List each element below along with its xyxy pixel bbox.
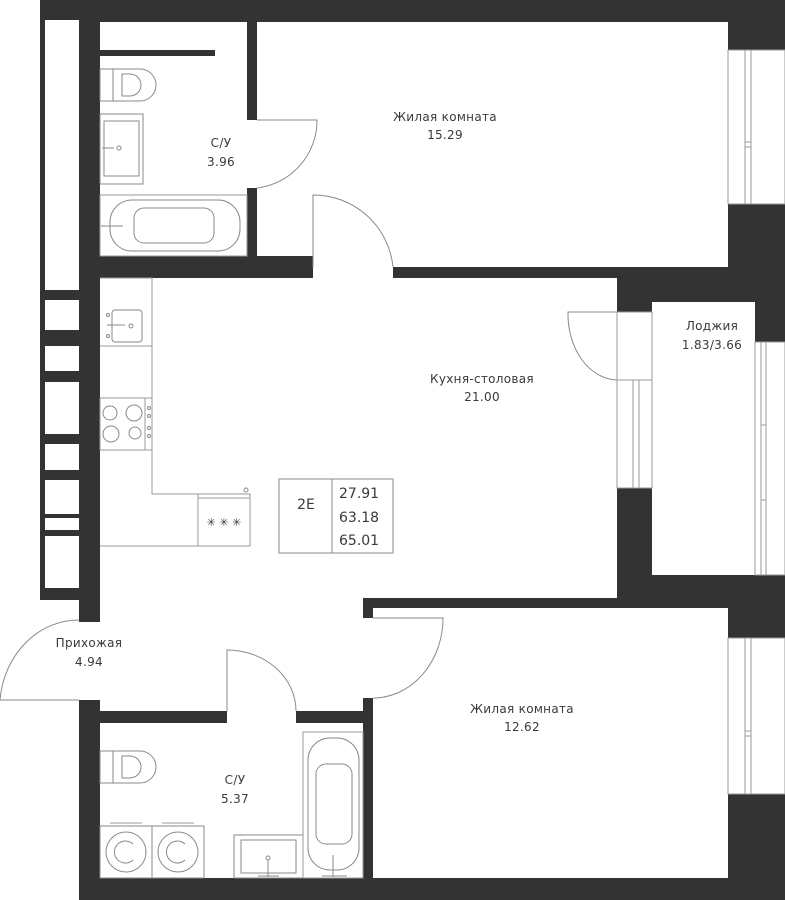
room-area: 3.96 [207,155,235,169]
sink-icon [106,309,143,343]
sink-icon [233,834,304,879]
wall-bath1-bottom [79,256,313,278]
wall-bath2-right [363,698,373,900]
room-area: 12.62 [504,720,540,734]
washing-machine-icon [151,822,205,879]
slot [45,20,79,290]
room-bathroom-2: С/У 5.37 [221,773,249,806]
room-area: 1.83/3.66 [682,338,742,352]
room-name: Лоджия [686,319,738,333]
room-area: 21.00 [464,390,500,404]
wall-bottom [79,878,785,900]
toilet-icon [99,750,157,784]
bathtub-icon [302,731,364,879]
door-swing-icon [256,119,318,189]
total-area-with-loggia-value: 65.01 [339,533,379,549]
washing-machine-icon [99,822,153,879]
room-name: Прихожая [56,636,123,650]
slot [45,382,79,434]
svg-text:✳ ✳ ✳: ✳ ✳ ✳ [207,516,242,529]
sink-icon [99,113,144,185]
wall-shelf [100,50,215,56]
room-area: 5.37 [221,792,249,806]
room-bathroom-1: С/У 3.96 [207,136,235,169]
window-icon [616,379,653,489]
apartment-type: 2E [297,497,315,513]
apartment-info-box: 2E 27.91 63.18 65.01 [278,478,394,554]
room-hallway: Прихожая 4.94 [56,636,123,669]
wall-lr1-bottom-left [257,267,313,278]
wall-bath2-top-right [296,711,373,723]
wall-lr2-top [363,598,728,608]
niche [138,22,152,50]
door-swing-icon [226,649,297,712]
wall-hall-stub [79,600,100,622]
window-icon [727,49,785,205]
wall-left-inner [79,0,100,622]
wall-right-lr2-top [728,598,785,638]
wall-bath2-left [79,700,100,900]
window-icon [754,341,785,576]
window-icon [727,637,785,795]
stove-icon [99,397,153,451]
room-living-1: Жилая комната 15.29 [393,110,497,142]
slot [45,480,79,514]
wall-bath1-lower [247,188,257,268]
room-name: С/У [225,773,246,787]
room-loggia: Лоджия 1.83/3.66 [682,319,742,352]
slot [45,300,79,330]
bathtub-icon [99,194,248,257]
door-swing-icon [372,617,444,699]
wall-bath2-top-left [79,711,227,723]
radiator-icon: ✳ ✳ ✳ [197,487,251,547]
room-name: Кухня-столовая [430,372,534,386]
room-living-2: Жилая комната 12.62 [470,702,574,734]
slot [45,444,79,470]
niche [157,22,210,50]
wall-lr2-door-top [363,598,373,618]
total-area-value: 63.18 [339,510,379,526]
niche [100,22,134,50]
wall-top [40,0,785,22]
door-swing-icon [0,619,80,701]
toilet-icon [99,68,157,102]
living-area-value: 27.91 [339,486,379,502]
wall-lr1-bottom-right [393,267,785,278]
slot [45,536,79,588]
wall-bath1-upper [247,22,257,120]
room-area: 15.29 [427,128,463,142]
room-name: С/У [211,136,232,150]
room-name: Жилая комната [393,110,497,124]
door-swing-icon [312,194,394,268]
room-name: Жилая комната [470,702,574,716]
room-area: 4.94 [75,655,103,669]
wall-kitchen-right-top [617,278,652,312]
room-kitchen: Кухня-столовая 21.00 [430,372,534,404]
wall-right-top [728,22,785,50]
wall-loggia-right-top [755,278,785,342]
door-swing-icon [567,311,653,381]
slot [45,518,79,530]
slot [45,346,79,371]
left-band-slots [45,20,210,588]
